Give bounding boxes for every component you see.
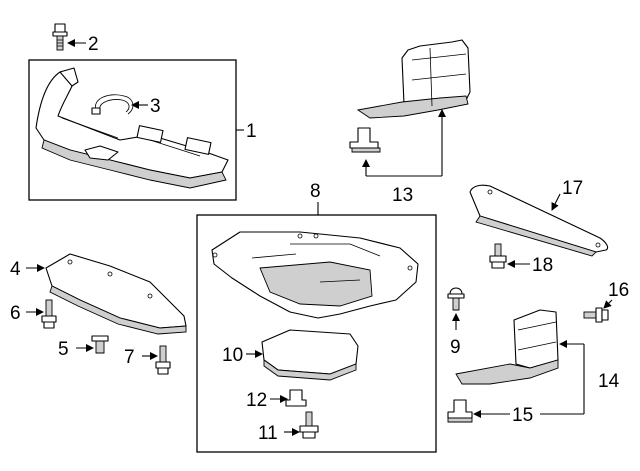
- callout-5: 5: [58, 339, 69, 360]
- callout-3: 3: [150, 96, 161, 117]
- callout-18: 18: [532, 255, 553, 276]
- callout-4: 4: [10, 259, 21, 280]
- callout-13: 13: [392, 185, 413, 206]
- callout-10: 10: [222, 345, 243, 366]
- callout-11: 11: [258, 423, 278, 444]
- callout-17: 17: [562, 178, 583, 199]
- part-2-bolt[interactable]: [52, 23, 68, 51]
- part-7-bolt[interactable]: [155, 345, 171, 375]
- part-1-front-shield[interactable]: [35, 67, 229, 189]
- callout-12: 12: [246, 390, 267, 411]
- part-6-bolt[interactable]: [41, 299, 57, 329]
- callout-6: 6: [10, 303, 21, 324]
- callout-14: 14: [598, 371, 620, 392]
- part-16-bolt[interactable]: [583, 307, 609, 323]
- part-14-side-cover[interactable]: [455, 309, 559, 385]
- part-17-upper-shield[interactable]: [469, 184, 609, 257]
- part-12-clip[interactable]: [285, 389, 307, 407]
- callout-2: 2: [88, 34, 99, 55]
- part-8-under-cover[interactable]: [211, 231, 419, 319]
- callout-15: 15: [512, 405, 533, 426]
- part-13-side-cover[interactable]: [356, 39, 471, 119]
- group-box-8: [196, 214, 437, 453]
- part-10-insulator[interactable]: [261, 329, 359, 381]
- callout-7: 7: [124, 347, 135, 368]
- callout-8: 8: [310, 181, 321, 202]
- part-3-clip[interactable]: [91, 94, 134, 115]
- callout-16: 16: [608, 280, 629, 301]
- part-13-clip[interactable]: [349, 127, 381, 153]
- part-18-bolt[interactable]: [489, 243, 507, 269]
- callout-9: 9: [450, 337, 461, 358]
- part-15-clip[interactable]: [447, 399, 473, 423]
- part-9-clip[interactable]: [447, 287, 465, 311]
- part-4-lower-shield[interactable]: [45, 253, 187, 335]
- callout-1: 1: [246, 121, 257, 142]
- part-5-clip[interactable]: [91, 335, 109, 354]
- part-11-bolt[interactable]: [299, 411, 319, 439]
